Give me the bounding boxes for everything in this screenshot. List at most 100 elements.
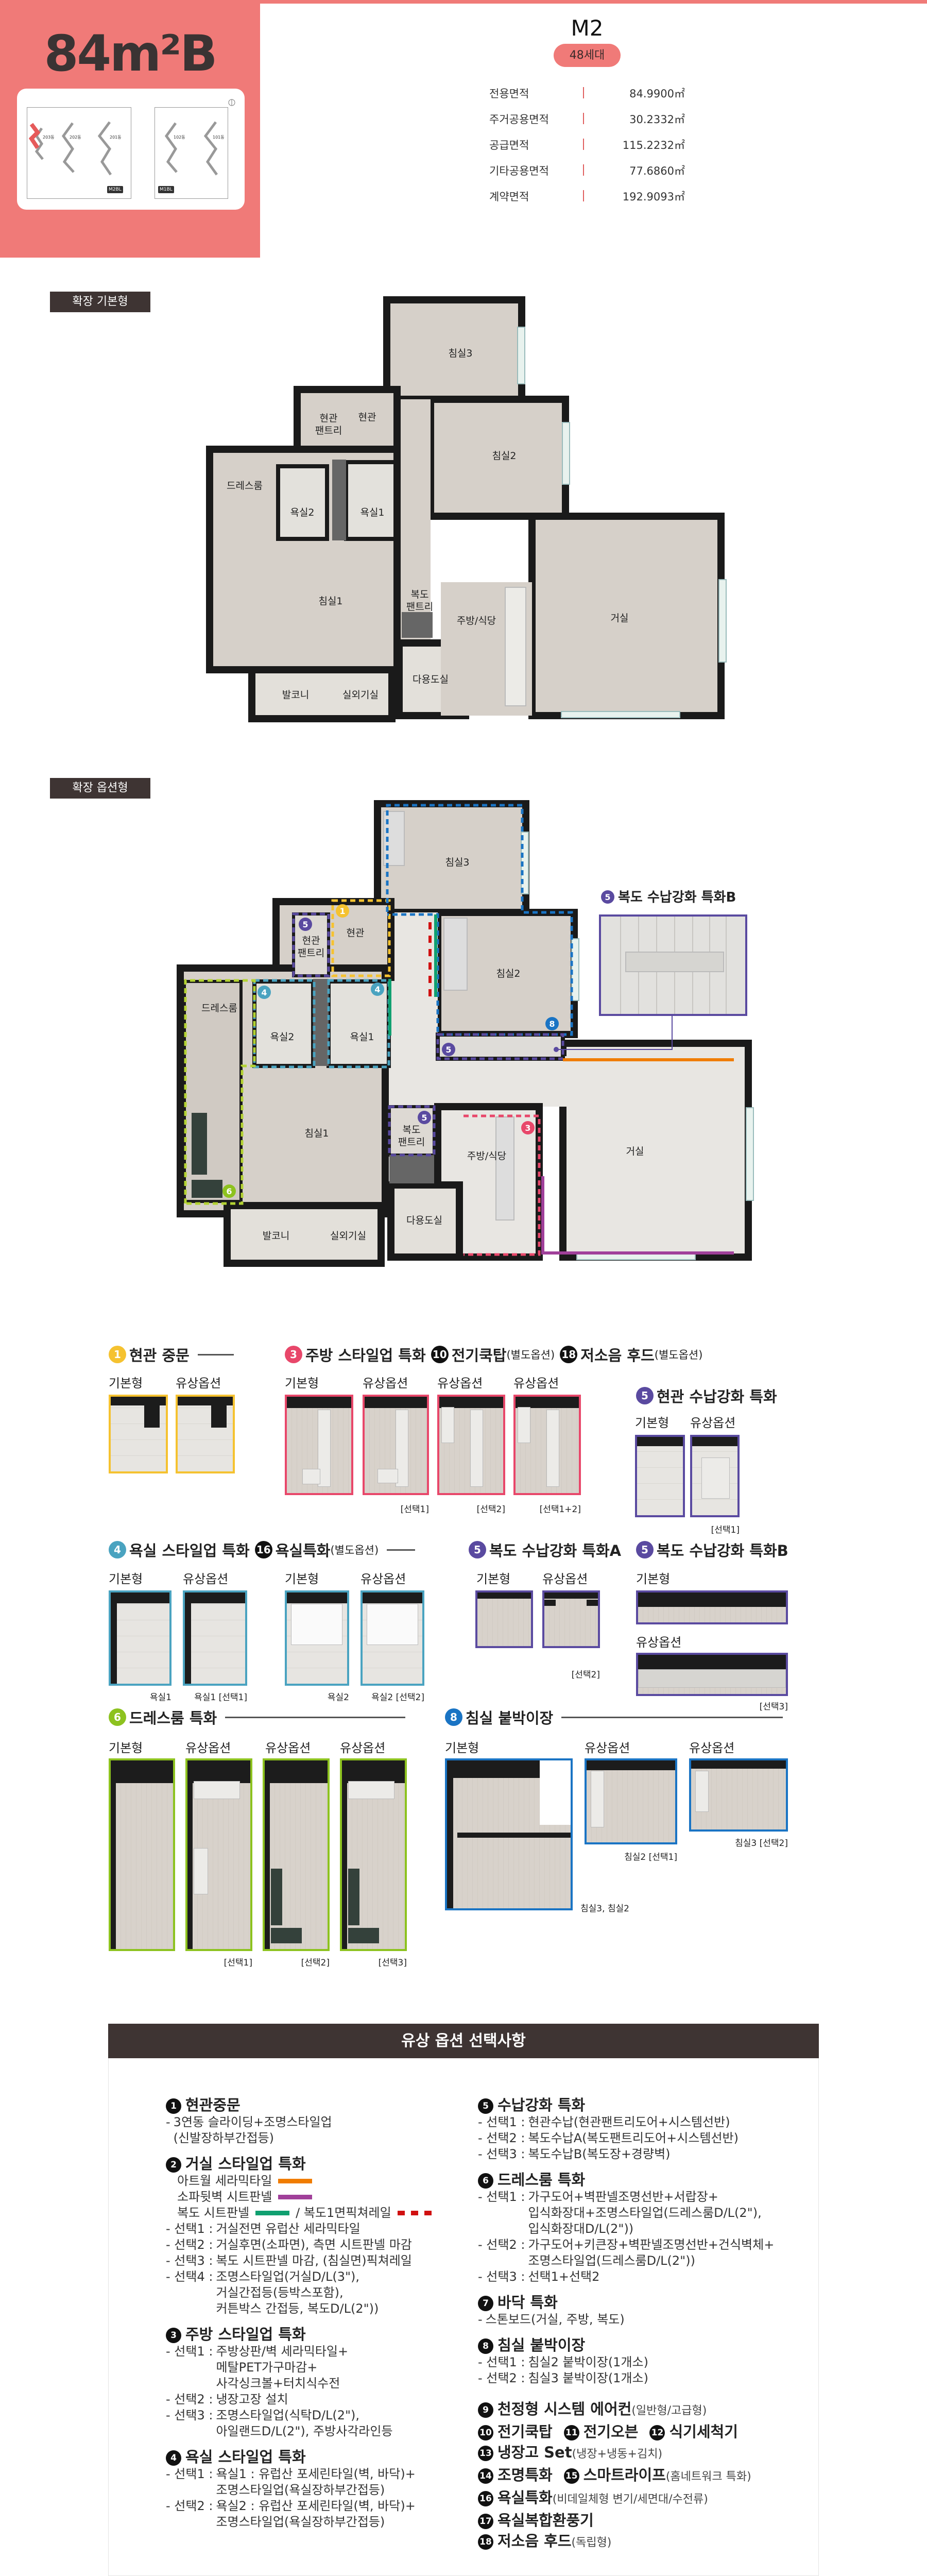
thumb-hall-b-option: [636, 1653, 788, 1696]
variant-label: 기본형: [109, 1572, 143, 1586]
heading-text: 침실 붙박이장: [466, 1709, 554, 1727]
number-badge: 17: [478, 2514, 493, 2529]
heading-text: 천정형 시스템 에어컨: [497, 2400, 632, 2418]
heading-text: 욕실특화: [497, 2489, 553, 2506]
detail-prefix: - 선택2 :: [478, 2238, 525, 2252]
thumb-hall-b-basic: [636, 1590, 788, 1624]
heading-sub: (독립형): [571, 2536, 612, 2549]
detail-prefix: - 선택3 :: [166, 2408, 213, 2422]
heading-text: 전기오븐: [583, 2423, 639, 2441]
heading-text: 드레스룸 특화: [497, 2171, 586, 2189]
thumb-entry-storage-option: [690, 1435, 740, 1517]
detail-line: 침실2 붙박이장(1개소): [528, 2355, 648, 2369]
marker-number: 5: [636, 1541, 654, 1558]
detail-line: 선택1+선택2: [528, 2269, 600, 2284]
heading-sub: (홈네트워크 특화): [665, 2470, 751, 2483]
legend-row: 소파뒷벽 시트판넬: [166, 2189, 470, 2205]
heading-text: 욕실특화: [275, 1542, 331, 1560]
marker-number: 5: [445, 1045, 451, 1055]
detail-prefix: - 선택4 :: [166, 2269, 213, 2284]
detail-text: 욕실1 : 유럽산 포세린타일(벽, 바닥)+조명스타일업(욕실장하부간접등): [216, 2466, 415, 2498]
room-label: 침실2: [492, 450, 516, 462]
detail-prefix: - 선택1 :: [478, 2190, 525, 2204]
heading-text: 현관 수납강화 특화: [657, 1388, 777, 1405]
divider: [583, 164, 584, 176]
option-detail: - 선택2 :가구도어+키큰장+벽판넬조명선반+건식벽체+조명스타일업(드레스룸…: [478, 2237, 808, 2269]
heading-sub: (별도옵션): [330, 1544, 379, 1556]
heading-text: 복도 수납강화 특화A: [489, 1542, 622, 1560]
variant-label: 유상옵션: [636, 1635, 682, 1650]
number-badge: 9: [478, 2402, 493, 2418]
variant-label: 유상옵션: [437, 1376, 483, 1391]
variant-label: 기본형: [445, 1741, 479, 1755]
variant-label: 유상옵션: [265, 1741, 311, 1755]
thumb-entry-basic: [109, 1395, 168, 1473]
detail-text: 거실전면 유럽산 세라믹타일: [216, 2221, 360, 2237]
detail-text: 욕실2 : 유럽산 포세린타일(벽, 바닥)+조명스타일업(욕실장하부간접등): [216, 2498, 415, 2530]
detail-line: 아일랜드D/L(2"), 주방사각라인등: [216, 2424, 393, 2438]
option-detail: - 선택3 :복도수납B(복도장+경량벽): [478, 2146, 808, 2162]
variant-label: 기본형: [109, 1376, 143, 1391]
variant-label: 유상옵션: [690, 1416, 736, 1430]
marker-number: 5: [302, 920, 308, 929]
detail-line: (신발장하부간접등): [173, 2131, 274, 2145]
heading-text: 저소음 후드: [580, 1347, 655, 1364]
marker-number: 5: [636, 1387, 654, 1404]
legend-swatch: [278, 2179, 313, 2183]
block-tag: M2BL: [107, 186, 123, 193]
detail-line: 메탈PET가구마감+: [216, 2360, 318, 2375]
variant-label: 유상옵션: [363, 1376, 408, 1391]
variant-caption: 침실2 [선택1]: [624, 1852, 677, 1862]
divider: [197, 1353, 234, 1355]
detail-prefix: - 선택1 :: [478, 2355, 525, 2369]
number-badge: 1: [166, 2098, 181, 2114]
thumb-closet-basic: [445, 1758, 573, 1910]
detail-text: 복도수납A(복도팬트리도어+시스템선반): [528, 2130, 739, 2146]
detail-text: 냉장고장 설치: [216, 2392, 288, 2408]
thumb-dress-option-1: [185, 1758, 252, 1951]
room-label: 복도: [411, 589, 429, 600]
room-label: 주방/식당: [467, 1150, 506, 1162]
thumb-closet-option-2: [689, 1758, 788, 1832]
detail-text: 가구도어+벽판넬조명선반+서랍장+입식화장대+조명스타일업(드레스룸D/L(2"…: [528, 2189, 761, 2237]
block-tag: M1BL: [158, 186, 174, 193]
heading-text: 욕실 스타일업 특화: [185, 2448, 306, 2466]
detail-line: 입식화장대D/L(2")): [528, 2222, 634, 2236]
option-detail: - 선택3 :선택1+선택2: [478, 2269, 808, 2285]
area-value: 30.2332㎡: [629, 113, 685, 126]
detail-text: 가구도어+키큰장+벽판넬조명선반+건식벽체+조명스타일업(드레스룸D/L(2")…: [528, 2237, 774, 2269]
variant-caption: [선택2]: [476, 1504, 505, 1515]
heading-text: 욕실 스타일업 특화: [129, 1542, 250, 1560]
room-label: 침실1: [318, 596, 342, 607]
marker-number: 18: [560, 1346, 578, 1363]
plan-markers: 1 5 4 4 8 5 5 3 6: [222, 904, 559, 1198]
building-shapes-icon: [28, 121, 112, 176]
room-label: 주방/식당: [457, 615, 496, 626]
option-detail: - 선택1 :욕실1 : 유럽산 포세린타일(벽, 바닥)+조명스타일업(욕실장…: [166, 2466, 470, 2498]
heading-text: 냉장고 Set: [497, 2444, 572, 2461]
building-label: 201동: [110, 135, 122, 140]
detail-line: 조명스타일업(드레스룸D/L(2")): [528, 2253, 695, 2268]
room-label: 팬트리: [398, 1137, 425, 1148]
marker-number: 10: [431, 1346, 449, 1363]
detail-line: 욕실2 : 유럽산 포세린타일(벽, 바닥)+: [216, 2499, 416, 2513]
room-label: 발코니: [263, 1230, 289, 1242]
thumb-bath2-basic: [285, 1590, 349, 1686]
detail-line: 커튼박스 간접등, 복도D/L(2")): [216, 2301, 379, 2316]
detail-prefix: - 선택1 :: [166, 2222, 213, 2236]
room-label: 실외기실: [330, 1230, 366, 1242]
heading-text: 바닥 특화: [497, 2294, 558, 2311]
area-value: 77.6860㎡: [629, 165, 685, 177]
area-label: 주거공용면적: [489, 113, 549, 126]
